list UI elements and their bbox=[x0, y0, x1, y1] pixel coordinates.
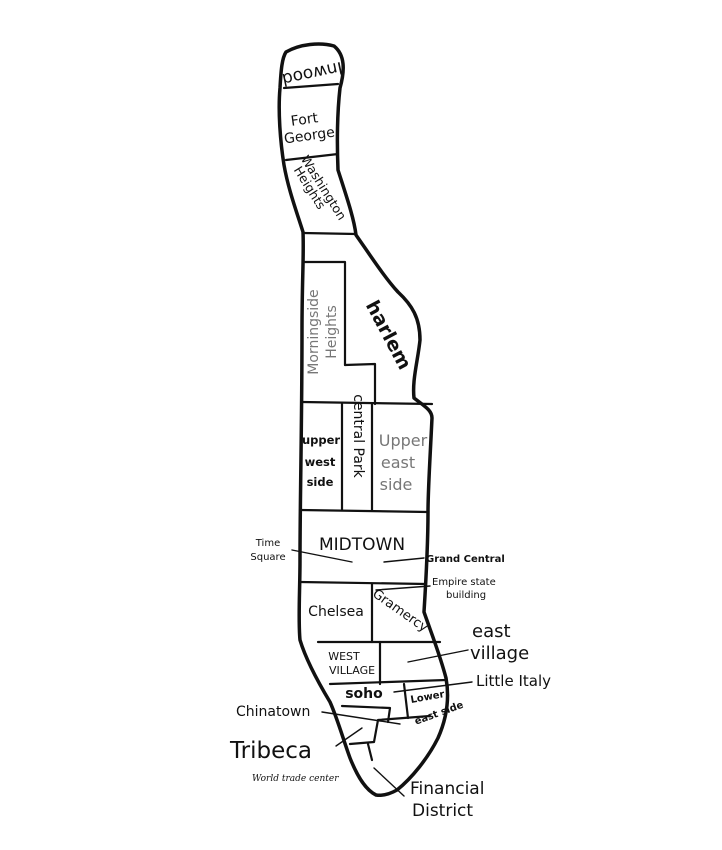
fort-george-label-line1: Fort bbox=[290, 110, 320, 130]
central-park-label: central Park bbox=[350, 394, 366, 478]
chelsea-label: Chelsea bbox=[308, 604, 364, 620]
time-square-label-line1: Time bbox=[255, 538, 280, 549]
chinatown-label: Chinatown bbox=[236, 704, 310, 720]
upper-west-side-label-line3: side bbox=[307, 475, 334, 489]
financial-district-label-line2: District bbox=[412, 801, 473, 821]
midtown-label: MIDTOWN bbox=[319, 535, 405, 555]
west-village-label-line2: VILLAGE bbox=[329, 664, 375, 677]
morningside-heights-label-line2: Heights bbox=[324, 305, 340, 359]
west-village-label-line1: WEST bbox=[328, 650, 360, 663]
little-italy-label: Little Italy bbox=[476, 672, 551, 690]
east-village-label-line1: east bbox=[472, 621, 511, 642]
callout-leaders bbox=[291, 549, 473, 797]
fort-george-label-line2: George bbox=[283, 125, 336, 148]
upper-east-side-label-line2: east bbox=[381, 453, 415, 472]
east-village-label-line2: village bbox=[470, 643, 529, 664]
empire-state-building-label-line1: Empire state bbox=[432, 577, 496, 588]
soho-label: soho bbox=[345, 686, 383, 702]
time-square-label-line2: Square bbox=[250, 552, 285, 563]
upper-west-side-label-line1: upper bbox=[302, 433, 340, 447]
morningside-heights-label-line1: Morningside bbox=[306, 289, 322, 374]
upper-west-side-label-line2: west bbox=[305, 455, 336, 469]
upper-east-side-label-line1: Upper bbox=[379, 431, 428, 450]
neighborhood-boundaries bbox=[282, 82, 448, 762]
empire-state-building-label-line2: building bbox=[446, 590, 486, 601]
financial-district-label-line1: Financial bbox=[410, 779, 484, 799]
grand-central-label: Grand Central bbox=[426, 554, 505, 565]
upper-east-side-label-line3: side bbox=[380, 475, 413, 494]
tribeca-label: Tribeca bbox=[229, 738, 312, 764]
world-trade-center-label: World trade center bbox=[252, 774, 339, 784]
